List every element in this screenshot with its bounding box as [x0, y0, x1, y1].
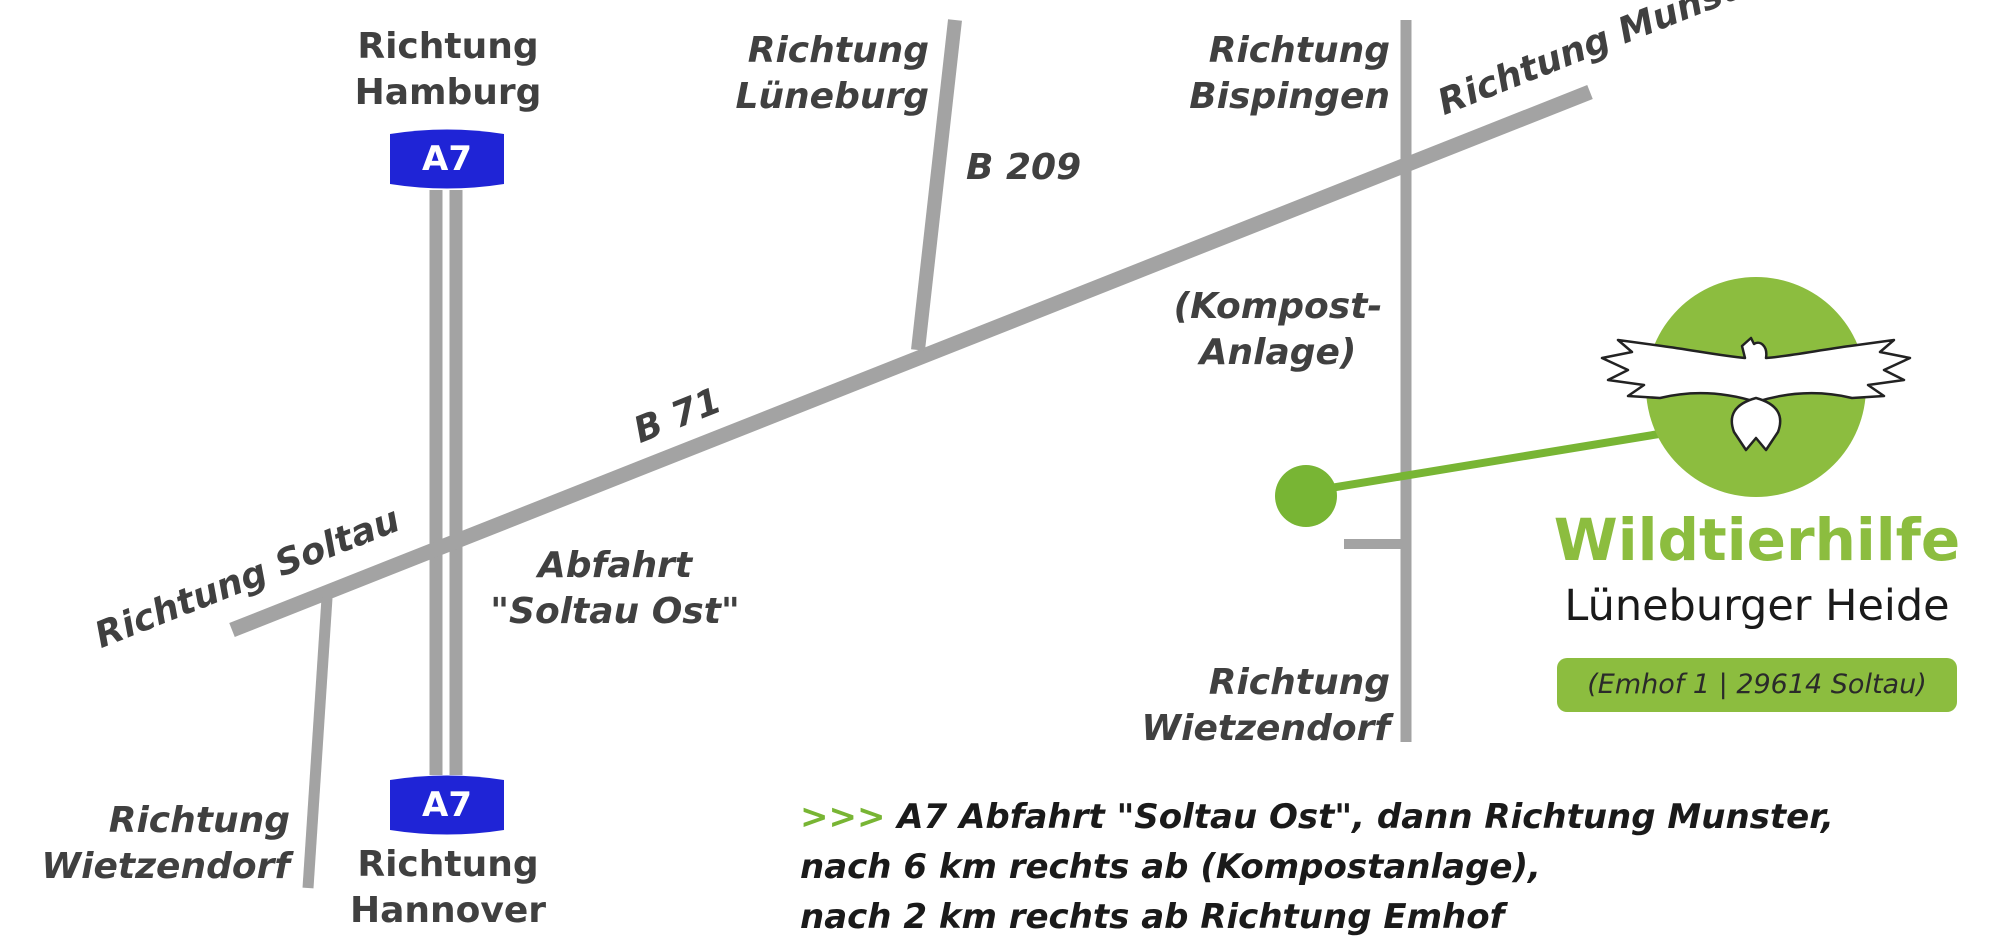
- directions-line-3: nach 2 km rechts ab Richtung Emhof: [800, 897, 1505, 937]
- brand-address-badge: (Emhof 1 | 29614 Soltau): [1557, 658, 1957, 712]
- label-abfahrt-soltau-ost: Abfahrt"Soltau Ost": [490, 545, 740, 632]
- a7-shield-north-text: A7: [422, 139, 472, 179]
- directions-arrows: >>>: [800, 797, 886, 837]
- autobahn-shield-icon: [390, 129, 504, 189]
- a7-shield-north: A7: [387, 128, 507, 190]
- directions-line-1: >>> A7 Abfahrt "Soltau Ost", dann Richtu…: [800, 792, 1834, 842]
- brand-subtitle: Lüneburger Heide: [1564, 581, 1950, 631]
- directions-text: >>> A7 Abfahrt "Soltau Ost", dann Richtu…: [800, 792, 1834, 942]
- road-b209: [911, 19, 962, 351]
- destination-dot: [1275, 465, 1337, 527]
- label-kompostanlage: (Kompost-Anlage): [1173, 286, 1383, 373]
- destination-marker: [1275, 429, 1666, 527]
- destination-pointer-line: [1305, 429, 1666, 496]
- a7-shield-south: A7: [387, 774, 507, 836]
- brand-name: Wildtierhilfe: [1553, 506, 1961, 574]
- eagle-icon: [1600, 336, 1912, 452]
- directions-line-2: nach 6 km rechts ab (Kompostanlage),: [800, 847, 1541, 887]
- road-southwest: [302, 597, 333, 889]
- label-b209: B 209: [966, 147, 1082, 188]
- brand-logo: [1600, 277, 1912, 497]
- road-b71: [229, 85, 1593, 637]
- autobahn-shield-icon: [390, 775, 504, 835]
- a7-shield-south-text: A7: [422, 785, 472, 825]
- roads: [229, 19, 1593, 889]
- directions-line-1-text: A7 Abfahrt "Soltau Ost", dann Richtung M…: [885, 797, 1834, 837]
